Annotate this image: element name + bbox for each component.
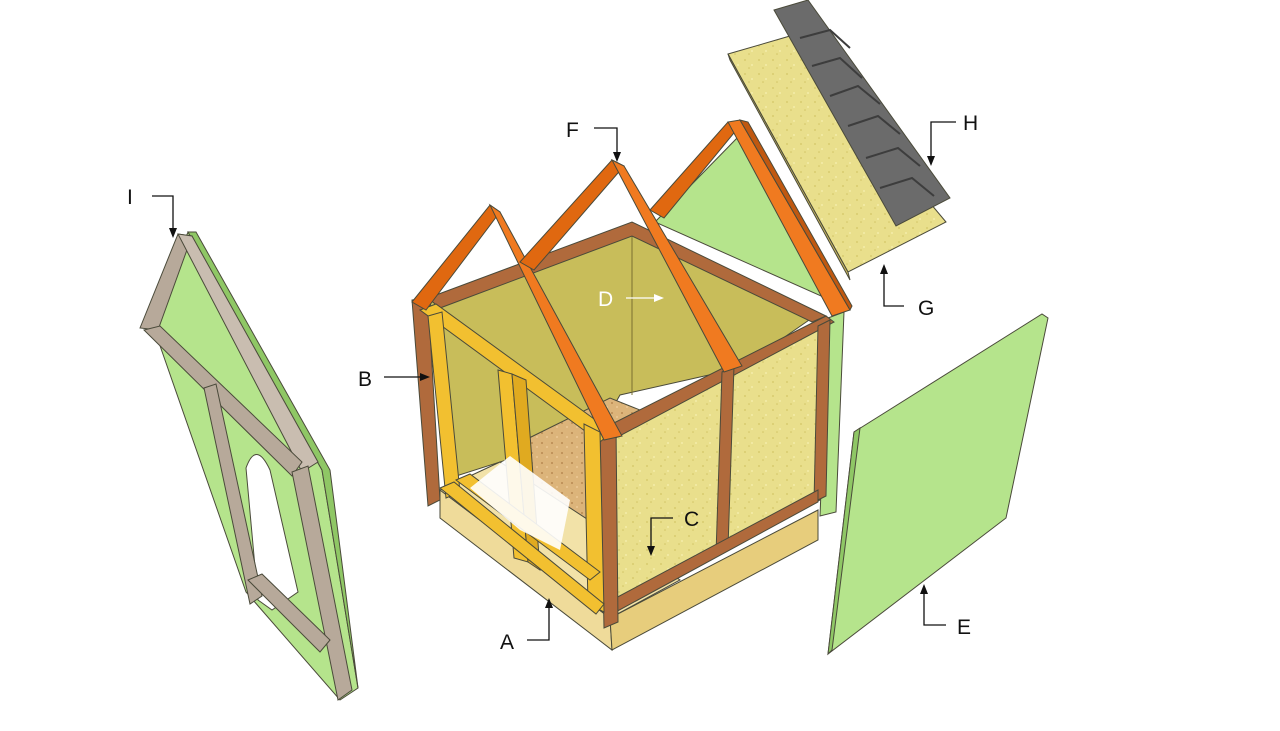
gable-wall-panel-i — [139, 230, 359, 701]
leader-i — [152, 195, 174, 232]
label-b: B — [358, 368, 372, 391]
arrow-d — [654, 294, 664, 302]
roof-sheathing-side — [727, 53, 851, 281]
arrow-i — [169, 228, 177, 238]
right-back-stud — [813, 319, 831, 503]
label-e: E — [957, 616, 971, 639]
leader-f — [594, 127, 618, 156]
front-door-opening — [470, 456, 570, 550]
label-a: A — [500, 631, 514, 654]
leader-h — [930, 121, 956, 158]
gable-left-stud — [203, 383, 263, 605]
arrow-e — [920, 584, 928, 594]
doghouse-body — [411, 134, 845, 652]
gable-bottom-plate — [247, 573, 331, 653]
side-wall-panel-e — [827, 313, 1049, 656]
shingle-tabs — [799, 28, 935, 197]
label-h: H — [963, 112, 978, 135]
callout-labels: I F B D C A H G E — [127, 112, 978, 654]
gable-right-stud — [291, 465, 353, 701]
shingle-strip — [773, 0, 951, 227]
leader-e — [923, 592, 946, 626]
label-d: D — [598, 288, 613, 311]
arrow-h — [927, 156, 935, 166]
label-g: G — [918, 297, 934, 320]
front-bottom-plate — [439, 481, 605, 615]
label-f: F — [566, 119, 579, 142]
rafter-back-edge — [738, 119, 853, 312]
gable-top-plate — [143, 325, 303, 477]
arrow-f — [613, 152, 621, 162]
leader-a — [527, 606, 550, 641]
side-panel-face — [827, 313, 1049, 656]
leader-c — [650, 517, 673, 548]
roof-shingles-h — [773, 0, 951, 227]
label-i: I — [127, 186, 133, 209]
label-c: C — [684, 508, 699, 531]
roof-rafters-f — [411, 119, 853, 441]
gable-right-rafter — [177, 233, 319, 473]
side-panel-edge — [827, 426, 861, 656]
rafter-mid-right — [610, 158, 743, 373]
base-frame-right — [609, 509, 819, 651]
arrow-b — [420, 373, 430, 381]
callout-lines — [152, 121, 956, 641]
leader-g — [883, 272, 904, 307]
arrow-g — [880, 264, 888, 274]
arrow-c — [647, 546, 655, 556]
arrow-a — [545, 598, 553, 608]
